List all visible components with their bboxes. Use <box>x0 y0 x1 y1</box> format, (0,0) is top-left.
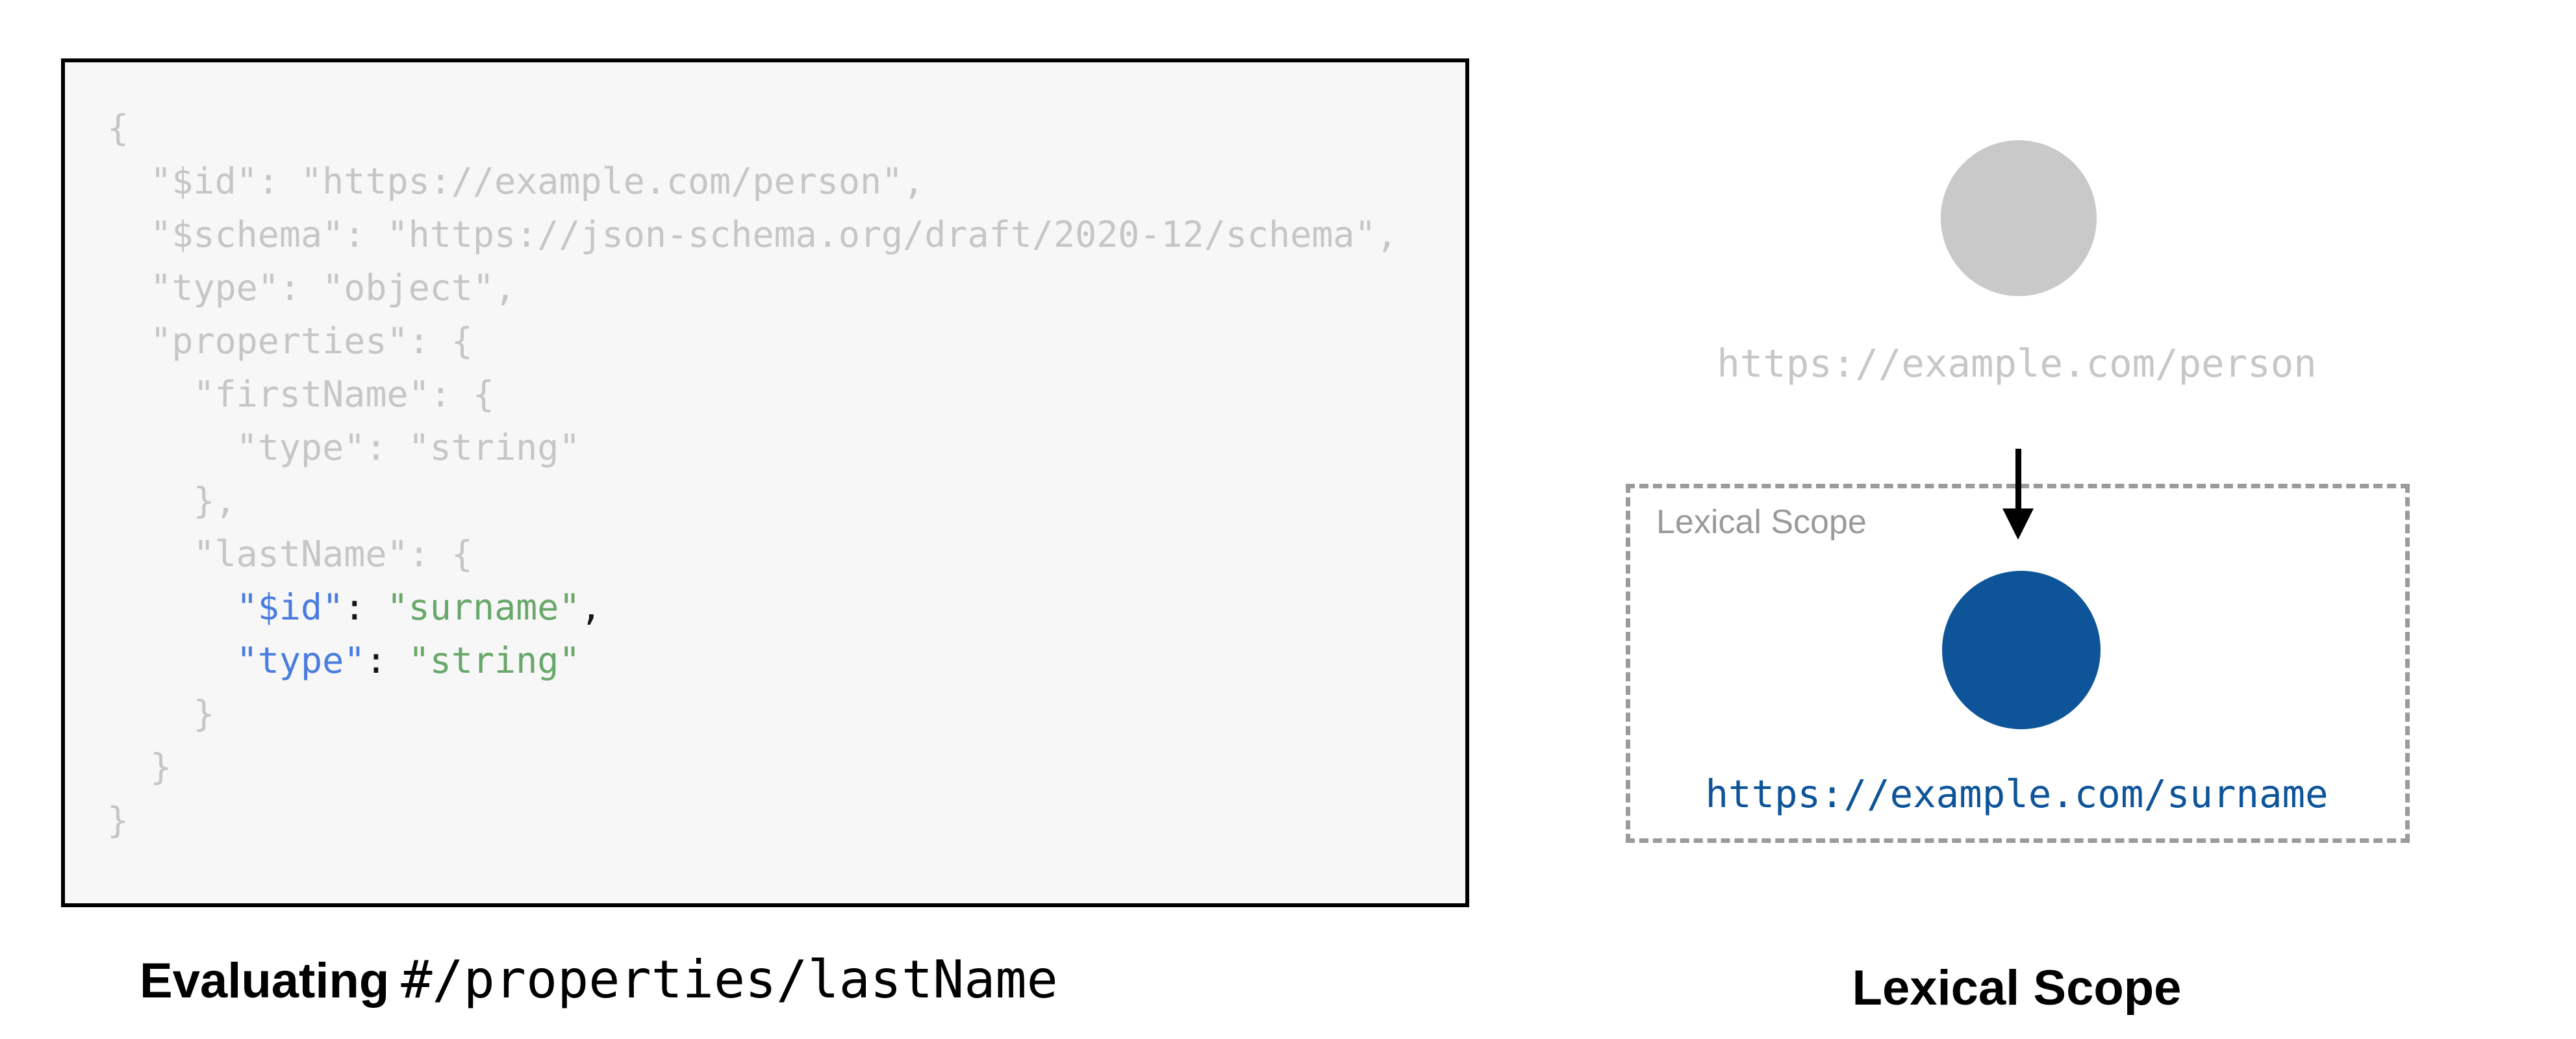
code-token-dim: "type": "object", <box>107 267 516 308</box>
arrow-down-icon <box>1987 449 2049 540</box>
left-caption: Evaluating #/properties/lastName <box>140 949 1058 1010</box>
code-line: }, <box>107 474 1398 527</box>
code-token-dim: } <box>107 746 172 788</box>
code-token-str: "surname" <box>386 586 581 628</box>
surname-schema-node <box>1942 571 2101 729</box>
code-line: "type": "string" <box>107 421 1398 474</box>
code-line: } <box>107 740 1398 794</box>
code-line: "type": "object", <box>107 261 1398 314</box>
code-token-dim <box>107 640 236 681</box>
right-caption: Lexical Scope <box>1852 960 2182 1016</box>
person-schema-node <box>1941 140 2097 296</box>
code-token-key: "$id" <box>236 586 344 628</box>
code-token-dim: "properties": { <box>107 320 473 362</box>
code-token-punct: : <box>344 586 387 628</box>
json-schema-code-panel: { "$id": "https://example.com/person", "… <box>61 58 1469 907</box>
arrow-shaft <box>2015 449 2021 511</box>
code-line: "properties": { <box>107 314 1398 368</box>
lexical-scope-box-label: Lexical Scope <box>1656 503 1867 541</box>
json-schema-code: { "$id": "https://example.com/person", "… <box>65 62 1398 847</box>
arrow-head <box>2002 508 2034 540</box>
code-line: } <box>107 687 1398 740</box>
code-token-dim: } <box>107 693 215 734</box>
code-token-punct: : <box>365 640 409 681</box>
code-line: "$schema": "https://json-schema.org/draf… <box>107 208 1398 261</box>
code-token-punct: , <box>580 586 602 628</box>
code-line: "firstName": { <box>107 368 1398 421</box>
code-line: { <box>107 101 1398 155</box>
code-token-dim <box>107 586 236 628</box>
code-line: } <box>107 794 1398 847</box>
code-line: "lastName": { <box>107 527 1398 581</box>
code-token-dim: "lastName": { <box>107 533 473 575</box>
code-token-dim: "$schema": "https://json-schema.org/draf… <box>107 214 1398 255</box>
person-uri-label: https://example.com/person <box>1717 341 2317 386</box>
code-token-dim: "$id": "https://example.com/person", <box>107 160 925 202</box>
code-token-dim: "type": "string" <box>107 427 581 468</box>
code-token-key: "type" <box>236 640 366 681</box>
code-token-dim: } <box>107 799 129 841</box>
left-caption-evaluating: Evaluating <box>140 953 390 1008</box>
surname-uri-label: https://example.com/surname <box>1705 771 2329 816</box>
code-token-str: "string" <box>408 640 581 681</box>
code-token-dim: }, <box>107 480 236 521</box>
left-caption-json-pointer: #/properties/lastName <box>401 949 1058 1010</box>
code-line: "$id": "surname", <box>107 581 1398 634</box>
code-line: "type": "string" <box>107 634 1398 687</box>
code-line: "$id": "https://example.com/person", <box>107 155 1398 208</box>
code-token-dim: { <box>107 107 129 149</box>
code-token-dim: "firstName": { <box>107 373 495 415</box>
